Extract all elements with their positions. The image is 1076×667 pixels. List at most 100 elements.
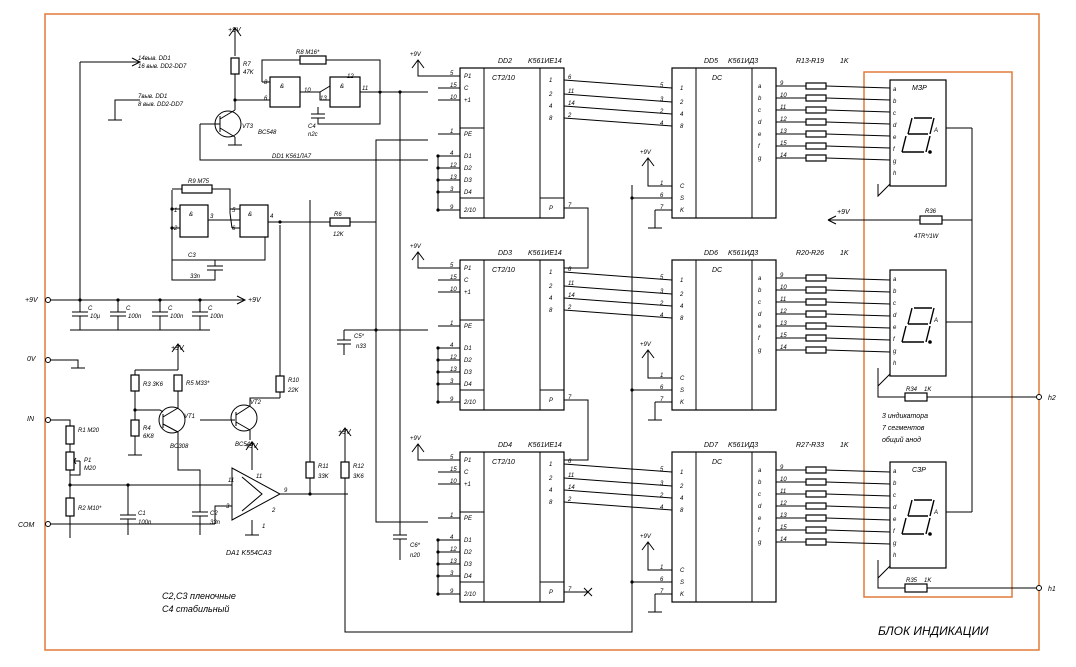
svg-text:VT3: VT3 [242, 124, 254, 130]
counter-input-pin: 13 [450, 175, 457, 181]
counter-output-pin: 6 [568, 459, 572, 465]
counter-input-label: D2 [464, 358, 472, 364]
svg-text:15: 15 [780, 141, 787, 147]
counter-output-label: 8 [549, 308, 553, 314]
counter-output-pin: 2 [567, 305, 572, 311]
segment-label: f [893, 337, 896, 343]
svg-text:100n: 100n [170, 314, 184, 320]
svg-text:n20: n20 [410, 553, 421, 559]
counter-output-label: 8 [549, 500, 553, 506]
counter-output-label: 4 [549, 104, 553, 110]
decoder-input-label: 1 [680, 86, 683, 92]
svg-text:C6*: C6* [410, 543, 421, 549]
svg-text:A: A [933, 510, 938, 516]
svg-text:1K: 1K [840, 58, 849, 65]
svg-text:7 сегментов: 7 сегментов [882, 425, 925, 432]
svg-text:R11: R11 [318, 464, 329, 470]
h1-label: h1 [1048, 586, 1056, 593]
segment-label: g [893, 159, 897, 165]
svg-text:9: 9 [780, 465, 784, 471]
counter-input-pin: 5 [450, 71, 454, 77]
svg-text:BC308: BC308 [170, 444, 189, 450]
svg-text:R34: R34 [906, 387, 918, 393]
svg-text:C5*: C5* [354, 334, 365, 340]
svg-text:5: 5 [232, 208, 236, 214]
svg-text:5: 5 [660, 275, 664, 281]
counter-output-pin: 2 [567, 113, 572, 119]
note-pins-2: 16 выв. DD2-DD7 [138, 64, 187, 70]
segment-label: d [893, 313, 897, 319]
resistor-array: R27-R33 [796, 442, 824, 449]
svg-text:6: 6 [660, 193, 664, 199]
decoder-input-label: S [680, 580, 684, 586]
comparator-section: +9V R3 3K6 R4 6K8 R5 M33* VT1 BC308 VT2 … [128, 225, 300, 485]
decoder-input-label: 2 [679, 292, 684, 298]
svg-text:n2c: n2c [308, 132, 318, 138]
counter-input-pin: 3 [450, 379, 454, 385]
counter-input-label: D2 [464, 166, 472, 172]
power-notes: 14выв. DD1 16 выв. DD2-DD7 7выв. DD1 8 в… [79, 56, 187, 305]
counter-input-pin: 9 [450, 397, 454, 403]
svg-text:10µ: 10µ [90, 314, 101, 320]
svg-text:1K: 1K [924, 578, 932, 584]
svg-text:13: 13 [780, 513, 787, 519]
decoder-output-label: a [758, 276, 762, 282]
counter-input-pin: 15 [450, 275, 457, 281]
svg-text:14: 14 [780, 537, 787, 543]
svg-text:14: 14 [780, 345, 787, 351]
counter-output-pin: 6 [568, 75, 572, 81]
counter-input-pin: 15 [450, 467, 457, 473]
note-pins-1: 14выв. DD1 [138, 56, 171, 62]
in-terminal [45, 417, 51, 423]
svg-text:1: 1 [660, 181, 663, 187]
decoder-output-label: c [758, 108, 761, 114]
decoder-output-label: f [758, 144, 761, 150]
svg-text:13: 13 [780, 321, 787, 327]
counter-input-label: P1 [464, 74, 471, 80]
svg-text:6: 6 [660, 385, 664, 391]
svg-text:11: 11 [780, 297, 786, 303]
decoder-output-label: e [758, 324, 762, 330]
segment-label: e [893, 517, 897, 523]
timing-caps: C5* n33 C6* n20 [337, 92, 421, 560]
svg-text:3: 3 [226, 504, 230, 510]
svg-text:6: 6 [264, 96, 268, 102]
svg-text:3: 3 [660, 97, 664, 103]
decoder-input-label: K [680, 400, 685, 406]
counter-input-label: +1 [464, 98, 471, 104]
counter-output-pin: 7 [568, 395, 572, 401]
counter-output-pin: 14 [568, 293, 575, 299]
decoder-func: DC [712, 267, 723, 274]
counter-input-pin: 15 [450, 83, 457, 89]
decoder-input-label: 4 [680, 304, 684, 310]
counter-input-pin: 9 [450, 589, 454, 595]
counter-output-label: 4 [549, 488, 553, 494]
counter-output-label: P [549, 206, 553, 212]
counter-output-label: 4 [549, 296, 553, 302]
decoder-input-label: 1 [680, 278, 683, 284]
decoder-type: K561ИД3 [728, 58, 758, 65]
counter-input-label: PE [464, 132, 473, 138]
counter-output-label: 1 [549, 78, 552, 84]
counter-input-pin: 13 [450, 367, 457, 373]
svg-text:2: 2 [659, 493, 664, 499]
resistor-array: R13-R19 [796, 58, 824, 65]
decoder-func: DC [712, 459, 723, 466]
counter-input-label: D2 [464, 550, 472, 556]
decoder-output-label: g [758, 540, 762, 546]
com-label: COM [18, 522, 35, 529]
decoder-output-label: f [758, 336, 761, 342]
svg-text:3K6: 3K6 [353, 474, 364, 480]
svg-text:M20: M20 [84, 466, 96, 472]
svg-text:общий анод: общий анод [882, 436, 921, 444]
counter-input-pin: 10 [450, 95, 457, 101]
counter-input-pin: 12 [450, 547, 457, 553]
decoder-input-label: 4 [680, 496, 684, 502]
svg-text:1: 1 [660, 565, 663, 571]
svg-text:3: 3 [660, 289, 664, 295]
counter-input-label: D4 [464, 190, 472, 196]
svg-text:100n: 100n [138, 520, 152, 526]
